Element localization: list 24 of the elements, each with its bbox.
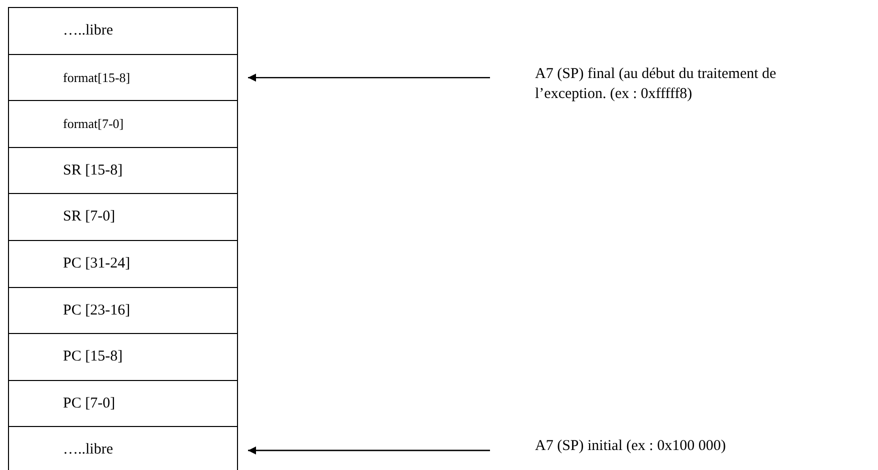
memory-cell xyxy=(8,380,238,428)
cell-label: …..libre xyxy=(63,442,113,459)
memory-cell xyxy=(8,240,238,288)
memory-cell xyxy=(8,286,238,335)
memory-cell xyxy=(8,426,238,470)
pointer-note: A7 (SP) final (au début du traitement de l’exception. (ex : 0xfffff8) xyxy=(535,64,825,104)
cell-label: PC [23-16] xyxy=(63,302,130,320)
cell-label: PC [31-24] xyxy=(63,256,130,273)
memory-cell xyxy=(8,146,238,195)
cell-label: …..libre xyxy=(63,22,113,40)
memory-cell xyxy=(8,7,238,56)
memory-cell xyxy=(8,100,238,148)
pointer-arrow xyxy=(248,446,490,454)
memory-cell xyxy=(8,333,238,382)
cell-label: format[7-0] xyxy=(63,116,124,132)
memory-cell xyxy=(8,54,238,102)
cell-label: PC [15-8] xyxy=(63,348,123,366)
cell-label: SR [15-8] xyxy=(63,162,123,180)
memory-cell xyxy=(8,193,238,242)
cell-label: SR [7-0] xyxy=(63,208,116,226)
pointer-note: A7 (SP) initial (ex : 0x100 000) xyxy=(535,436,825,456)
cell-label: PC [7-0] xyxy=(63,395,116,412)
cell-label: format[15-8] xyxy=(63,70,130,86)
pointer-arrow xyxy=(248,74,490,82)
